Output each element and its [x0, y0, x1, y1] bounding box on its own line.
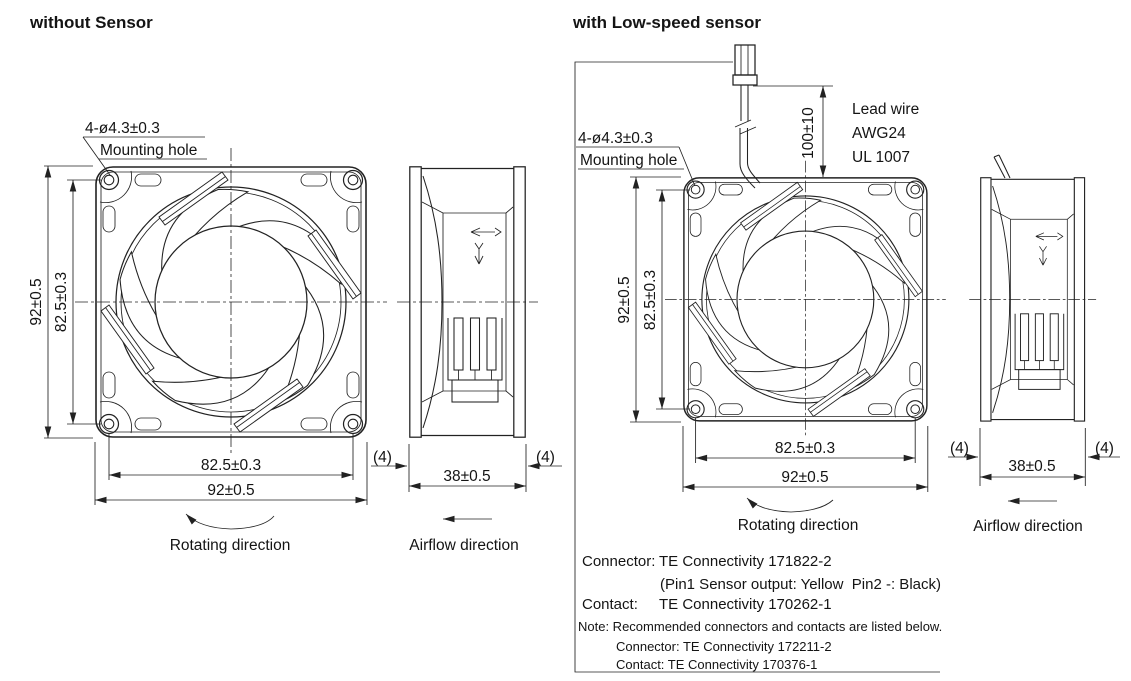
dim-depth: 38±0.5 [1008, 458, 1055, 475]
airflow-direction-label: Airflow direction [973, 518, 1082, 535]
dim-height-outer: 92±0.5 [616, 276, 633, 323]
note-title: Note: Recommended connectors and contact… [578, 619, 942, 634]
connector-label: Connector: [582, 553, 655, 570]
note-connector: Connector: TE Connectivity 172211-2 [616, 639, 832, 654]
dim-width-outer: 92±0.5 [781, 469, 828, 486]
fan-side-view [396, 166, 539, 438]
mounting-hole-spec: 4-ø4.3±0.3 [85, 120, 160, 137]
lead-wire-label-2: AWG24 [852, 125, 906, 142]
rotating-direction-arrow [746, 497, 834, 513]
mounting-hole-label: Mounting hole [580, 152, 677, 169]
fan-front-view [75, 148, 387, 456]
dim-height-outer: 92±0.5 [28, 278, 45, 325]
connector-notes: Connector: TE Connectivity 171822-2 (Pin… [578, 553, 942, 672]
lead-wire-label-1: Lead wire [852, 101, 919, 118]
fan-side-view [968, 177, 1097, 422]
rotating-direction-label: Rotating direction [738, 517, 859, 534]
fan-front-view [665, 161, 946, 438]
note-boundary-line [574, 61, 940, 673]
figure-with-low-speed-sensor: with Low-speed sensor 100±10 Lead wire A… [572, 13, 1120, 673]
leader-line [82, 136, 111, 176]
dim-width-holes: 82.5±0.3 [201, 457, 261, 474]
right-title: with Low-speed sensor [572, 13, 761, 32]
dim-flange-left: (4) [373, 449, 392, 466]
dim-width-outer: 92±0.5 [207, 482, 254, 499]
dim-lead-wire-length: 100±10 [800, 107, 817, 159]
contact-label: Contact: [582, 596, 638, 613]
left-title: without Sensor [29, 13, 153, 32]
lead-wire-label-3: UL 1007 [852, 149, 910, 166]
airflow-direction-label: Airflow direction [409, 537, 518, 554]
sensor-connector-drawing [732, 44, 761, 189]
dim-width-holes: 82.5±0.3 [775, 440, 835, 457]
dim-flange-right: (4) [536, 449, 555, 466]
rotating-direction-arrow [185, 513, 275, 530]
dim-flange-left: (4) [950, 440, 969, 457]
mounting-hole-label: Mounting hole [100, 142, 197, 159]
dim-depth: 38±0.5 [443, 468, 490, 485]
mounting-hole-spec: 4-ø4.3±0.3 [578, 130, 653, 147]
leader-line [678, 146, 696, 187]
dim-flange-right: (4) [1095, 440, 1114, 457]
side-wire-stub [993, 154, 1011, 179]
dim-height-holes: 82.5±0.3 [53, 272, 70, 332]
note-contact: Contact: TE Connectivity 170376-1 [616, 657, 817, 672]
rotating-direction-label: Rotating direction [170, 537, 291, 554]
connector-value: TE Connectivity 171822-2 [659, 553, 832, 570]
pin-detail: (Pin1 Sensor output: Yellow Pin2 -: Blac… [660, 576, 941, 593]
contact-value: TE Connectivity 170262-1 [659, 596, 832, 613]
figure-without-sensor: without Sensor 4-ø4.3±0.3 Mounting hole … [28, 13, 562, 554]
dim-height-holes: 82.5±0.3 [642, 270, 659, 330]
